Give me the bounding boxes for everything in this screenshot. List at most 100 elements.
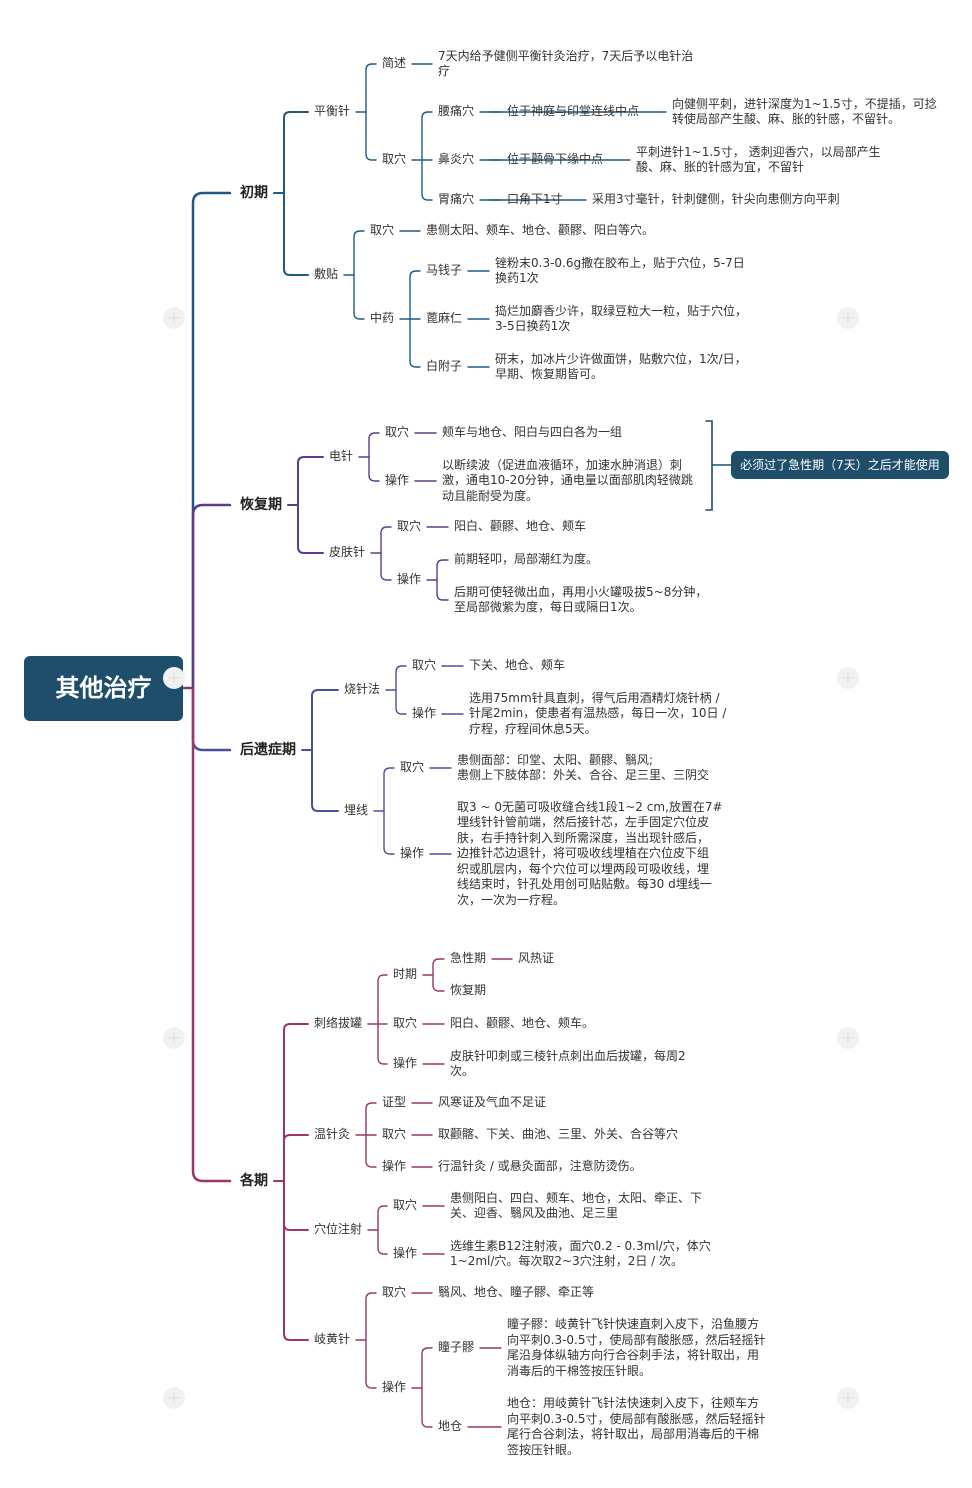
- node-p1[interactable]: 初期: [240, 185, 268, 201]
- node-p1-b-2-1[interactable]: 马钱子: [426, 263, 463, 278]
- connector-p4: [191, 686, 232, 1183]
- node-p1-b-2-2[interactable]: 蓖麻仁: [426, 311, 463, 326]
- node-p1-b-1[interactable]: 取穴: [370, 223, 395, 238]
- node-p3-a-2-t[interactable]: 选用75mm针具直刺，得气后用酒精灯烧针柄 / 针尾2min，使患者有温热感，每…: [469, 690, 727, 736]
- node-p4-b[interactable]: 温针灸: [314, 1127, 351, 1142]
- connector-p2_a_1: [368, 432, 380, 458]
- connector-p4_a: [283, 1023, 309, 1182]
- connector-p2_b_2_1: [436, 559, 449, 581]
- node-p4-c-2[interactable]: 操作: [393, 1246, 418, 1261]
- note-callout[interactable]: 必须过了急性期（7天）之后才能使用: [731, 451, 949, 479]
- connector-p1_a: [283, 111, 309, 194]
- node-p1-a-1[interactable]: 简述: [382, 56, 407, 71]
- connector-p4_a_1: [377, 974, 388, 1025]
- node-p4-c[interactable]: 穴位注射: [314, 1222, 363, 1237]
- node-p1-a-2-2-b[interactable]: 平刺进针1~1.5寸， 透刺迎香穴，以局部产生 酸、麻、胀的针感为宜，不留针: [636, 144, 881, 175]
- node-p4-d-2-1-t[interactable]: 瞳子髎：岐黄针飞针快速直刺入皮下，沿鱼腰方 向平刺0.3-0.5寸，使局部有酸胀…: [507, 1317, 766, 1378]
- node-p4-c-2-t[interactable]: 选维生素B12注射液，面穴0.2 - 0.3ml/穴，体穴 1~2ml/穴。每次…: [450, 1238, 711, 1269]
- node-p3-b-1[interactable]: 取穴: [400, 760, 425, 775]
- node-p2-a-2[interactable]: 操作: [385, 473, 410, 488]
- node-p4-a-3[interactable]: 操作: [393, 1056, 418, 1071]
- node-p4-b-3[interactable]: 操作: [382, 1159, 407, 1174]
- connector-p4_d: [283, 1180, 309, 1341]
- node-p4-d-1[interactable]: 取穴: [382, 1285, 407, 1300]
- node-p1-b-2[interactable]: 中药: [370, 311, 395, 326]
- node-p4-c-1-t[interactable]: 患侧阳白、四白、颊车、地仓，太阳、牵正、下 关、迎香、翳风及曲池、足三里: [450, 1190, 703, 1221]
- node-p3-b[interactable]: 埋线: [344, 803, 369, 818]
- node-p4-b-1[interactable]: 证型: [382, 1095, 407, 1110]
- node-p4-a-2-t[interactable]: 阳白、颧髎、地仓、颊车。: [450, 1016, 595, 1031]
- xmind-watermark-icon: +: [163, 1387, 185, 1409]
- node-p2-a[interactable]: 电针: [329, 449, 354, 464]
- xmind-watermark-icon: +: [837, 1387, 859, 1409]
- node-p1-a[interactable]: 平衡针: [314, 104, 351, 119]
- node-p1-a-2-2[interactable]: 鼻炎穴: [438, 152, 475, 167]
- node-p4-a-2[interactable]: 取穴: [393, 1016, 418, 1031]
- root-node[interactable]: 其他治疗: [24, 656, 183, 721]
- node-p3-b-1-t[interactable]: 患侧面部：印堂、太阳、颧髎、翳风; 患侧上下肢体部：外关、合谷、足三里、三阴交: [457, 752, 710, 783]
- node-p3-b-2-t[interactable]: 取3 ~ 0无菌可吸收缝合线1段1~2 cm,放置在7# 埋线针针管前端，然后接…: [457, 799, 723, 907]
- node-p1-a-2-2-a[interactable]: 位于颧骨下缘中点: [507, 152, 604, 167]
- node-p2-a-1-t[interactable]: 颊车与地仓、阳白与四白各为一组: [442, 425, 623, 440]
- node-p3-a-2[interactable]: 操作: [412, 706, 437, 721]
- node-p3-a-1[interactable]: 取穴: [412, 658, 437, 673]
- node-p4-d[interactable]: 岐黄针: [314, 1332, 351, 1347]
- node-p2-a-1[interactable]: 取穴: [385, 425, 410, 440]
- node-p3-a[interactable]: 烧针法: [344, 682, 381, 697]
- node-p4-b-1-t[interactable]: 风寒证及气血不足证: [438, 1095, 547, 1110]
- node-p1-b-1-t[interactable]: 患侧太阳、颊车、地仓、颧髎、阳白等穴。: [426, 223, 655, 238]
- node-p2-a-2-t[interactable]: 以断续波（促进血液循环，加速水肿消退）刺 激，通电10-20分钟，通电量以面部肌…: [442, 457, 693, 503]
- node-p1-b-2-2-t[interactable]: 捣烂加麝香少许，取绿豆粒大一粒，贴于穴位， 3-5日换药1次: [495, 303, 748, 334]
- node-p4-a-3-t[interactable]: 皮肤针叩刺或三棱针点刺出血后拔罐，每周2 次。: [450, 1048, 686, 1079]
- node-p2[interactable]: 恢复期: [240, 497, 282, 513]
- node-p4-a[interactable]: 刺络拔罐: [314, 1016, 363, 1031]
- node-p1-a-2-3-a[interactable]: 口角下1寸: [507, 192, 563, 207]
- node-p1-b[interactable]: 敷贴: [314, 267, 339, 282]
- node-p1-a-1-t[interactable]: 7天内给予健侧平衡针灸治疗，7天后予以电针治 疗: [438, 48, 694, 79]
- node-p2-b[interactable]: 皮肤针: [329, 545, 366, 560]
- node-p1-a-2-3[interactable]: 胃痛穴: [438, 192, 475, 207]
- node-p4-d-2-2-t[interactable]: 地仓：用岐黄针飞针法快速刺入皮下，往颊车方 向平刺0.3-0.5寸，使局部有酸胀…: [507, 1396, 766, 1457]
- connector-p3_a_2: [395, 689, 407, 715]
- node-p4-d-2[interactable]: 操作: [382, 1380, 407, 1395]
- node-p4-c-1[interactable]: 取穴: [393, 1198, 418, 1213]
- connector-p4_d_2: [365, 1339, 377, 1389]
- connector-p1_b: [283, 192, 309, 276]
- connector-p1_a_1: [365, 63, 377, 113]
- connector-p4_a_1_2: [432, 974, 445, 992]
- node-p4-b-3-t[interactable]: 行温针灸 / 或悬灸面部，注意防烫伤。: [438, 1159, 642, 1174]
- xmind-watermark-icon: +: [837, 307, 859, 329]
- node-p3-a-1-t[interactable]: 下关、地仓、颊车: [469, 658, 566, 673]
- node-p4-d-2-1[interactable]: 瞳子髎: [438, 1340, 475, 1355]
- xmind-watermark-icon: +: [837, 1027, 859, 1049]
- node-p4-a-1-1[interactable]: 急性期: [450, 951, 487, 966]
- node-p3[interactable]: 后遗症期: [240, 742, 296, 758]
- node-p4-d-1-t[interactable]: 翳风、地仓、瞳子髎、牵正等: [438, 1285, 595, 1300]
- node-p2-b-2[interactable]: 操作: [397, 572, 422, 587]
- node-p4-b-2[interactable]: 取穴: [382, 1127, 407, 1142]
- node-p1-a-2-1-b[interactable]: 向健侧平刺，进针深度为1~1.5寸，不提插，可捻 转使局部产生酸、麻、胀的针感，…: [672, 96, 937, 127]
- node-p2-b-2-2[interactable]: 后期可使轻微出血，再用小火罐吸拔5~8分钟， 至局部微紫为度，每日或隔日1次。: [454, 584, 708, 615]
- connector-p1_a_2: [365, 111, 377, 161]
- node-p2-b-2-1[interactable]: 前期轻叩，局部潮红为度。: [454, 552, 599, 567]
- node-p1-a-2-3-b[interactable]: 采用3寸毫针，针刺健侧，针尖向患侧方向平刺: [592, 192, 840, 207]
- node-p4-a-1-2[interactable]: 恢复期: [450, 983, 487, 998]
- node-p1-b-2-3[interactable]: 白附子: [426, 359, 463, 374]
- connector-p4_c: [283, 1180, 309, 1231]
- node-p1-a-2[interactable]: 取穴: [382, 152, 407, 167]
- node-p4-a-1-1-t[interactable]: 风热证: [518, 951, 555, 966]
- node-p2-b-1[interactable]: 取穴: [397, 519, 422, 534]
- node-p4-d-2-2[interactable]: 地仓: [438, 1419, 463, 1434]
- node-p4-a-1[interactable]: 时期: [393, 967, 418, 982]
- node-p1-b-2-3-t[interactable]: 研末，加冰片少许做面饼，贴敷穴位，1次/日， 早期、恢复期皆可。: [495, 351, 747, 382]
- node-p4-b-2-t[interactable]: 取颧髂、下关、曲池、三里、外关、合谷等穴: [438, 1127, 679, 1142]
- node-p3-b-2[interactable]: 操作: [400, 846, 425, 861]
- node-p2-b-1-t[interactable]: 阳白、颧髎、地仓、颊车: [454, 519, 587, 534]
- node-p1-a-2-1[interactable]: 腰痛穴: [438, 104, 475, 119]
- node-p4[interactable]: 各期: [240, 1173, 268, 1189]
- node-p1-a-2-1-a[interactable]: 位于神庭与印堂连线中点: [507, 104, 640, 119]
- connector-p1_b_1: [353, 230, 365, 276]
- node-p1-b-2-1-t[interactable]: 锉粉末0.3-0.6g撒在胶布上，贴于穴位，5-7日 换药1次: [495, 255, 745, 286]
